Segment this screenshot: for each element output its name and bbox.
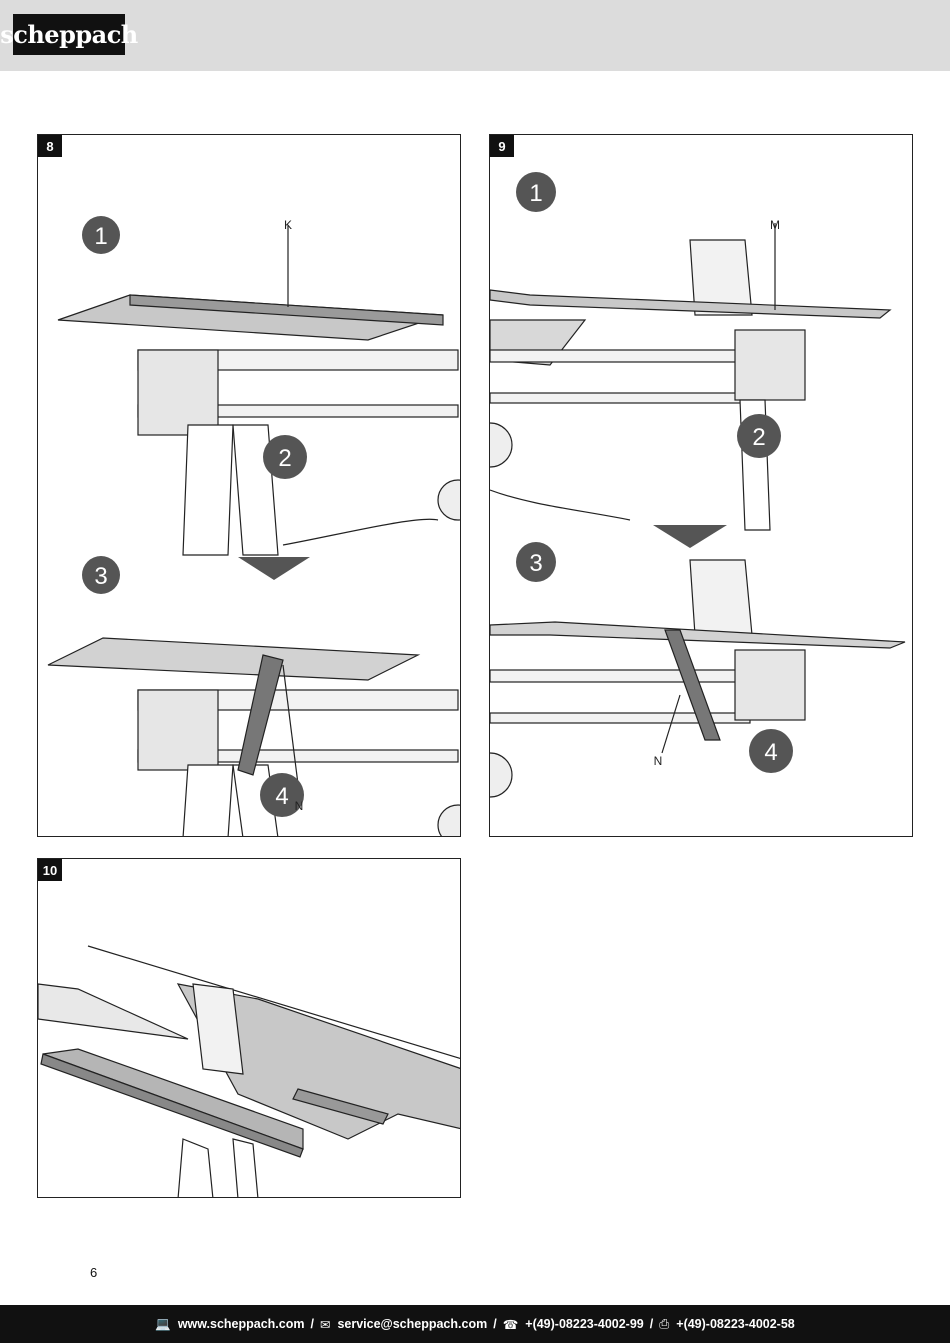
figure-9-panel: 9 1 2 3	[489, 134, 913, 837]
step-4-label: 4	[764, 739, 777, 766]
footer-website[interactable]: www.scheppach.com	[177, 1317, 305, 1331]
step-4-label: 4	[275, 783, 288, 810]
part-label-n: N	[295, 799, 304, 813]
step-1-label: 1	[94, 223, 107, 250]
figure-10-illustration	[38, 945, 460, 1197]
page-header: scheppach	[0, 0, 950, 71]
figure-10-panel: 10	[37, 858, 461, 1198]
brand-logo: scheppach	[0, 14, 138, 55]
footer-phone: +(49)-08223-4002-99	[525, 1317, 644, 1331]
part-label-m: M	[770, 218, 780, 232]
step-2-label: 2	[278, 445, 291, 472]
step-1-label: 1	[529, 180, 542, 207]
figure-8-panel: 8	[37, 134, 461, 837]
figure-8-illustration: 1 2 3 4 K N	[47, 216, 460, 836]
footer-separator: /	[493, 1317, 497, 1331]
computer-icon: 💻	[155, 1316, 171, 1331]
footer-separator: /	[649, 1317, 654, 1331]
figure-9-illustration: 1 2 3 4 M N	[490, 172, 906, 798]
figure-number: 8	[38, 135, 62, 157]
phone-icon: ☎	[502, 1317, 519, 1332]
fax-icon: ⎙	[659, 1316, 670, 1331]
footer-fax: +(49)-08223-4002-58	[676, 1317, 795, 1331]
step-2-label: 2	[752, 424, 765, 451]
step-3-label: 3	[94, 563, 107, 590]
figure-number: 9	[490, 135, 514, 157]
part-label-k: K	[284, 218, 292, 232]
mail-icon: ✉	[319, 1317, 331, 1332]
part-label-n: N	[654, 754, 663, 768]
figure-number: 10	[38, 859, 62, 881]
step-3-label: 3	[529, 550, 542, 577]
footer-separator: /	[310, 1317, 314, 1331]
footer-email[interactable]: service@scheppach.com	[337, 1317, 488, 1331]
page-footer: 💻 www.scheppach.com / ✉ service@scheppac…	[0, 1305, 950, 1343]
page-number: 6	[90, 1265, 98, 1280]
